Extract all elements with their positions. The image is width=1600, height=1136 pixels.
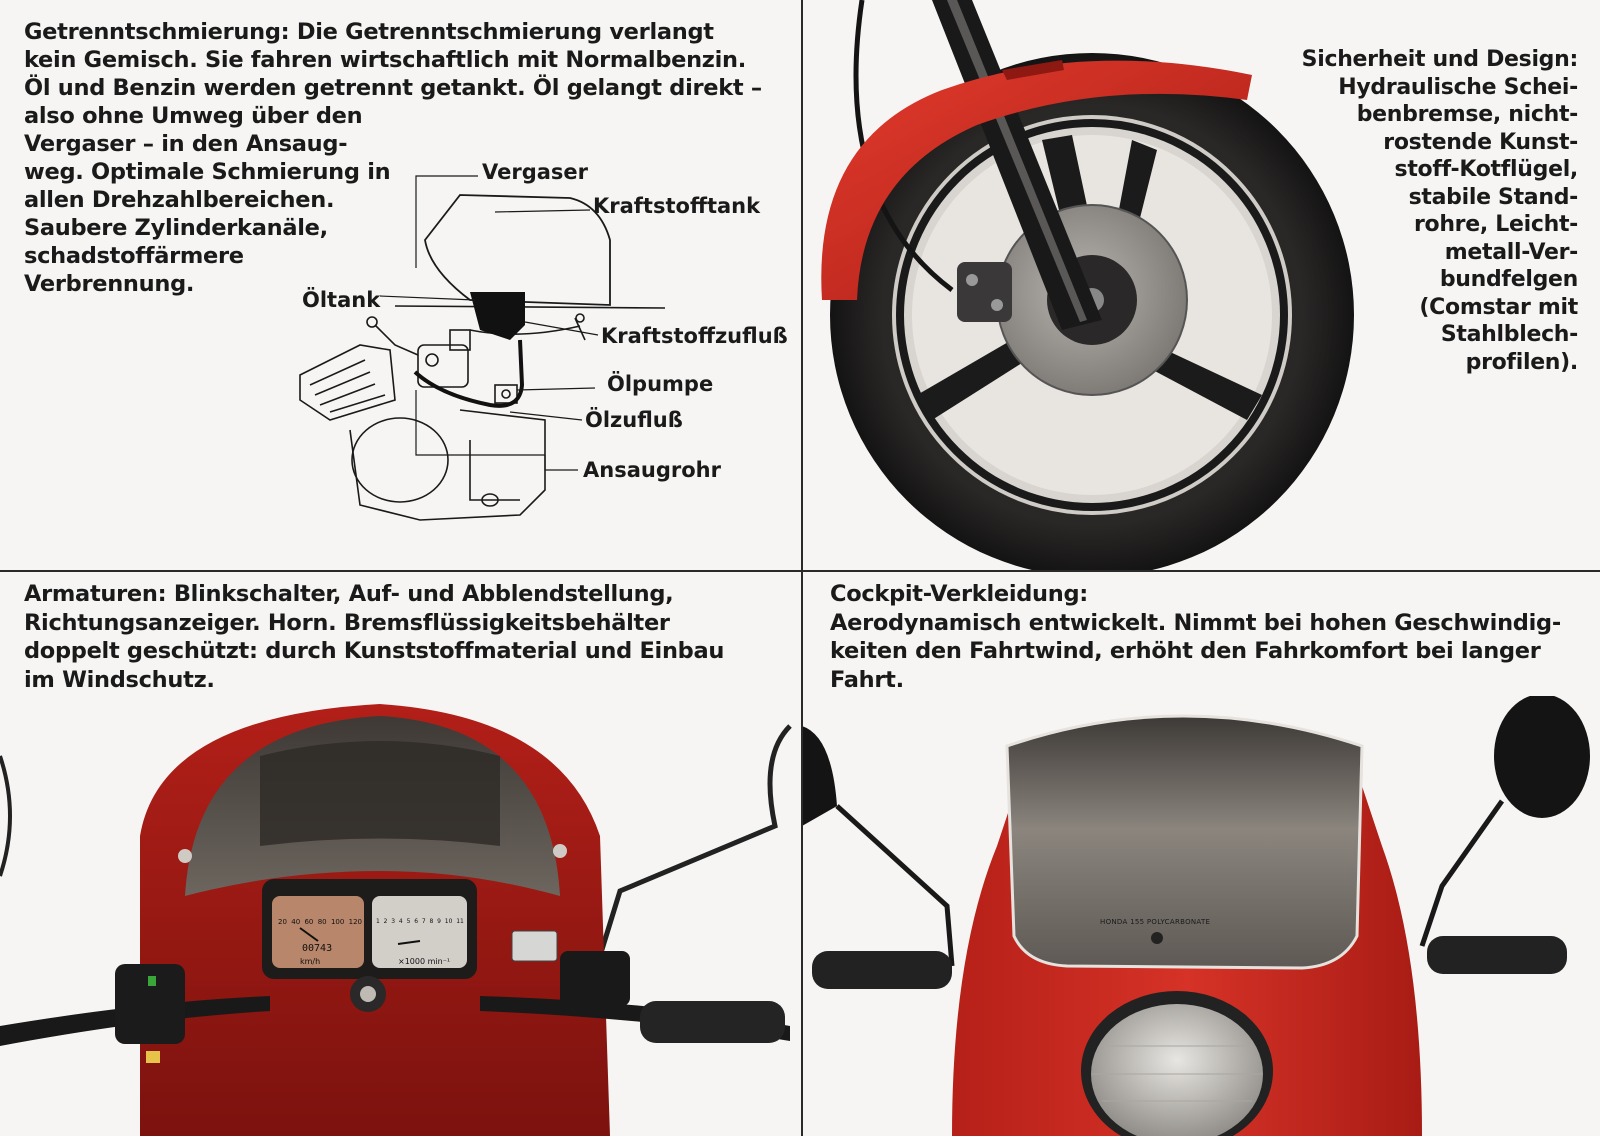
speedo-unit: km/h (300, 957, 321, 966)
armaturen-line: Armaturen: Blinkschalter, Auf- und Abble… (24, 581, 674, 607)
label-ansaugrohr: Ansaugrohr (583, 458, 721, 482)
armaturen-line: Richtungsanzeiger. Horn. Bremsflüssigkei… (24, 609, 670, 636)
front-wheel-photo (821, 0, 1354, 570)
sicherheit-line: Sicherheit und Design: (1301, 47, 1579, 72)
sicherheit-text: Sicherheit und Design: Hydraulische Sche… (1288, 46, 1579, 376)
sicherheit-line: (Comstar mit (1419, 294, 1578, 320)
sicherheit-line: benbremse, nicht- (1356, 102, 1579, 127)
armaturen-line: im Windschutz. (24, 666, 215, 693)
sicherheit-line: profilen). (1465, 349, 1579, 375)
label-vergaser: Vergaser (482, 160, 589, 184)
label-oelpumpe: Ölpumpe (607, 372, 714, 396)
tacho-tick: 5 (406, 918, 411, 925)
tacho-tick: 11 (456, 918, 464, 925)
schmierung-line: Öl und Benzin werden getrennt getankt. Ö… (24, 75, 762, 101)
sicherheit-line: bundfelgen (1439, 267, 1578, 292)
sicherheit-line: stoff-Kotflügel, (1394, 157, 1579, 182)
cockpit-line: Cockpit-Verkleidung: (830, 581, 1088, 607)
schmierung-line: Saubere Zylinderkanäle, (24, 215, 328, 241)
label-oeltank: Öltank (302, 288, 381, 312)
tacho-tick: 8 (429, 918, 434, 925)
lubrication-diagram (299, 175, 666, 521)
cockpit-fairing-photo (802, 696, 1590, 1136)
armaturen-text: Armaturen: Blinkschalter, Auf- und Abble… (24, 580, 794, 694)
vertical-divider (801, 0, 803, 1136)
schmierung-line: schadstoffärmere (24, 243, 244, 269)
schmierung-line: Vergaser – in den Ansaug- (24, 131, 348, 157)
speedo-tick: 100 (330, 918, 345, 926)
label-kraftstoffzufluss: Kraftstoffzufluß (601, 324, 788, 348)
armaturen-line: doppelt geschützt: durch Kunststoffmater… (24, 638, 725, 664)
dashboard-photo (0, 704, 792, 1136)
schmierung-line: Getrenntschmierung: Die Getrenntschmieru… (24, 19, 714, 45)
odometer-readout: 00743 (302, 943, 333, 954)
cockpit-line: Fahrt. (830, 666, 904, 693)
label-kraftstofftank: Kraftstofftank (593, 194, 761, 218)
schmierung-text: Getrenntschmierung: Die Getrenntschmieru… (24, 18, 794, 298)
tacho-tick: 10 (444, 918, 453, 925)
cockpit-text: Cockpit-Verkleidung: Aerodynamisch entwi… (830, 580, 1590, 694)
sicherheit-line: rohre, Leicht- (1413, 212, 1578, 237)
cockpit-line: Aerodynamisch entwickelt. Nimmt bei hohe… (830, 609, 1561, 636)
sicherheit-line: Hydraulische Schei- (1338, 74, 1578, 100)
tacho-tick: 2 (383, 918, 388, 925)
schmierung-line: also ohne Umweg über den (24, 103, 363, 129)
speedo-tick: 20 (278, 918, 287, 926)
sicherheit-line: rostende Kunst- (1383, 129, 1578, 155)
label-oelzufluss: Ölzufluß (585, 408, 683, 432)
speedo-tick: 120 (348, 918, 362, 926)
sicherheit-line: Stahlblech- (1440, 322, 1578, 347)
speedo-tick: 60 (304, 918, 314, 926)
tacho-tick-labels: 1 2 3 4 5 6 7 8 9 10 11 (376, 918, 464, 925)
speedo-tick: 40 (291, 918, 301, 926)
windshield-print: HONDA 155 POLYCARBONATE (1100, 918, 1211, 926)
schmierung-line: kein Gemisch. Sie fahren wirtschaftlich … (24, 47, 746, 73)
tacho-tick: 7 (421, 918, 426, 925)
cockpit-line: keiten den Fahrtwind, erhöht den Fahrkom… (830, 638, 1541, 664)
tacho-tick: 1 (376, 918, 380, 925)
sicherheit-line: stabile Stand- (1408, 184, 1579, 210)
speedo-tick: 80 (317, 918, 327, 926)
schmierung-line: weg. Optimale Schmierung in (24, 159, 391, 185)
schmierung-line: Verbrennung. (24, 271, 195, 297)
tacho-tick: 6 (414, 918, 419, 925)
sicherheit-line: metall-Ver- (1444, 239, 1579, 265)
schmierung-line: allen Drehzahlbereichen. (24, 187, 335, 213)
tacho-tick: 3 (391, 918, 396, 925)
tacho-tick: 9 (437, 918, 441, 925)
horizontal-divider (0, 570, 1600, 572)
speedo-tick-labels: 20 40 60 80 100 120 (278, 918, 362, 926)
tacho-unit: ×1000 min⁻¹ (398, 957, 451, 966)
tacho-tick: 4 (398, 918, 403, 925)
